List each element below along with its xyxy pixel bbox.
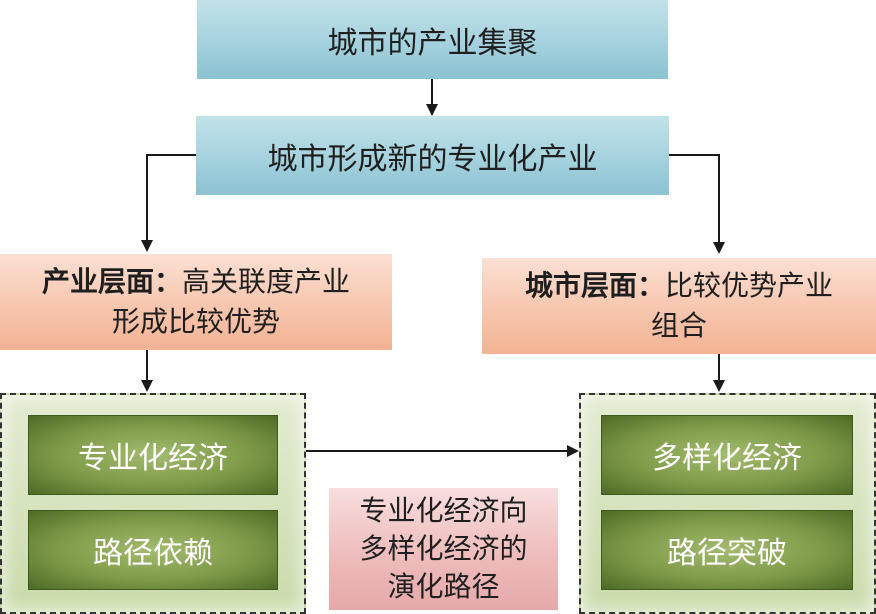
- industry-level-line1-text: 高关联度产业: [182, 265, 351, 298]
- path-dependence-box: 路径依赖: [28, 510, 278, 590]
- evolution-path-line2: 多样化经济的: [359, 532, 528, 565]
- industry-level-box: 产业层面：高关联度产业 形成比较优势: [0, 254, 392, 350]
- city-level-line1: 城市层面：比较优势产业: [525, 266, 833, 306]
- city-level-box: 城市层面：比较优势产业 组合: [482, 258, 876, 354]
- arrow-second-to-right-level: [669, 154, 725, 254]
- path-breakthrough-box: 路径突破: [601, 510, 853, 590]
- industry-level-line1: 产业层面：高关联度产业: [42, 262, 350, 302]
- industry-agglomeration-box: 城市的产业集聚: [197, 0, 668, 79]
- evolution-path-content: 专业化经济向 多样化经济的 演化路径: [359, 492, 527, 606]
- industry-agglomeration-text: 城市的产业集聚: [327, 25, 538, 61]
- city-level-content: 城市层面：比较优势产业 组合: [525, 266, 833, 346]
- specialized-economy-box: 专业化经济: [28, 415, 278, 495]
- evolution-path-line1: 专业化经济向: [359, 494, 528, 527]
- city-level-label: 城市层面：: [524, 269, 665, 302]
- path-breakthrough-text: 路径突破: [667, 536, 787, 571]
- city-level-line2: 组合: [650, 309, 707, 342]
- new-specialized-industry-text: 城市形成新的专业化产业: [267, 141, 598, 177]
- industry-level-content: 产业层面：高关联度产业 形成比较优势: [42, 262, 350, 342]
- path-dependence-text: 路径依赖: [93, 536, 213, 571]
- diversified-economy-text: 多样化经济: [652, 441, 802, 476]
- arrow-second-to-left-level: [141, 154, 196, 252]
- diversified-economy-box: 多样化经济: [601, 415, 853, 495]
- city-level-line1-text: 比较优势产业: [665, 269, 834, 302]
- industry-level-line2: 形成比较优势: [111, 305, 280, 338]
- evolution-path-note: 专业化经济向 多样化经济的 演化路径: [329, 488, 558, 610]
- new-specialized-industry-box: 城市形成新的专业化产业: [196, 116, 669, 195]
- industry-level-label: 产业层面：: [41, 265, 182, 298]
- specialized-economy-text: 专业化经济: [78, 441, 228, 476]
- evolution-path-line3: 演化路径: [387, 570, 500, 603]
